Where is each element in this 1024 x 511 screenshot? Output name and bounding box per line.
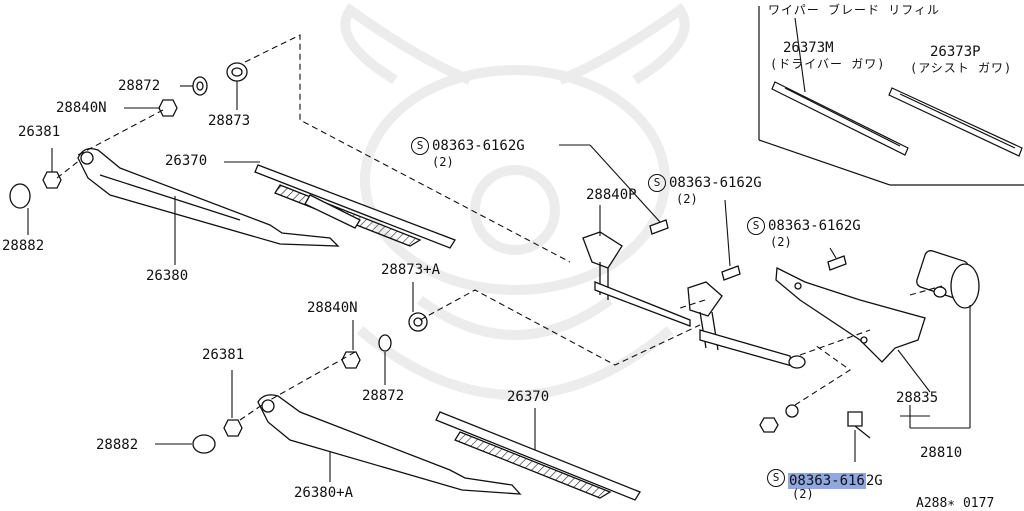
figure-id: A288∗ 0177 <box>916 496 995 511</box>
part-28872-label[interactable]: 28872 <box>118 78 161 94</box>
upper-wiper-arm <box>77 147 340 247</box>
bolt-symbol-icon: S <box>767 469 785 487</box>
motor-bracket <box>775 266 926 363</box>
bolt-symbol-icon: S <box>747 217 765 235</box>
part-28810-label[interactable]: 28810 <box>920 445 963 461</box>
assembly-dash-lines <box>56 34 943 421</box>
bolt-3-qty: (2) <box>770 235 792 249</box>
part-26373P-label[interactable]: 26373P <box>930 44 981 60</box>
bolt-3-part-label[interactable]: 08363-6162G <box>768 218 861 234</box>
bolts <box>649 219 871 439</box>
refill-title: ワイパー ブレード リフィル <box>768 3 940 17</box>
bolt-2-qty: (2) <box>676 192 698 206</box>
part-28872-lower-label[interactable]: 28872 <box>362 388 405 404</box>
bolt-4-part-tail: 2G <box>865 473 883 489</box>
upper-wiper-blade <box>254 164 456 249</box>
lower-wiper-arm <box>257 394 522 495</box>
part-28873-label[interactable]: 28873 <box>208 113 251 129</box>
bolt-1-qty: (2) <box>432 155 454 169</box>
part-28882-lower-label[interactable]: 28882 <box>96 437 139 453</box>
wiper-linkage <box>582 231 806 369</box>
part-26380-label[interactable]: 26380 <box>146 268 189 284</box>
part-26373M-label[interactable]: 26373M <box>783 40 834 56</box>
bolt-4-qty: (2) <box>792 487 814 501</box>
lower-wiper-blade <box>435 411 641 501</box>
refill-assist-note: (アシスト ガワ) <box>910 61 1013 75</box>
part-26380A-label[interactable]: 26380+A <box>294 485 354 501</box>
part-26370-upper-label[interactable]: 26370 <box>165 153 208 169</box>
small-hardware <box>9 62 799 454</box>
part-28882-label[interactable]: 28882 <box>2 238 45 254</box>
refill-box <box>758 6 1024 186</box>
refill-assist-strip <box>888 87 1023 157</box>
refill-driver-strip <box>771 81 909 156</box>
bolt-4-part-label[interactable]: 08363-6162G <box>788 470 883 489</box>
bolt-symbol-icon: S <box>648 174 666 192</box>
part-28835-label[interactable]: 28835 <box>896 390 939 406</box>
wiper-motor <box>916 250 980 309</box>
part-26381-lower-label[interactable]: 26381 <box>202 347 245 363</box>
part-28840N-lower-label[interactable]: 28840N <box>307 300 358 316</box>
bolt-4-part-highlight[interactable]: 08363-616 <box>788 473 866 489</box>
leader-lines <box>27 17 971 482</box>
part-26370-lower-label[interactable]: 26370 <box>507 389 550 405</box>
part-28873A-label[interactable]: 28873+A <box>381 262 441 278</box>
bolt-1-part-label[interactable]: 08363-6162G <box>432 138 525 154</box>
part-28840N-label[interactable]: 28840N <box>56 100 107 116</box>
refill-driver-note: (ドライバー ガワ) <box>770 57 886 71</box>
bolt-symbol-icon: S <box>411 137 429 155</box>
bolt-2-part-label[interactable]: 08363-6162G <box>669 175 762 191</box>
part-26381-label[interactable]: 26381 <box>18 124 61 140</box>
part-28840P-label[interactable]: 28840P <box>586 187 637 203</box>
